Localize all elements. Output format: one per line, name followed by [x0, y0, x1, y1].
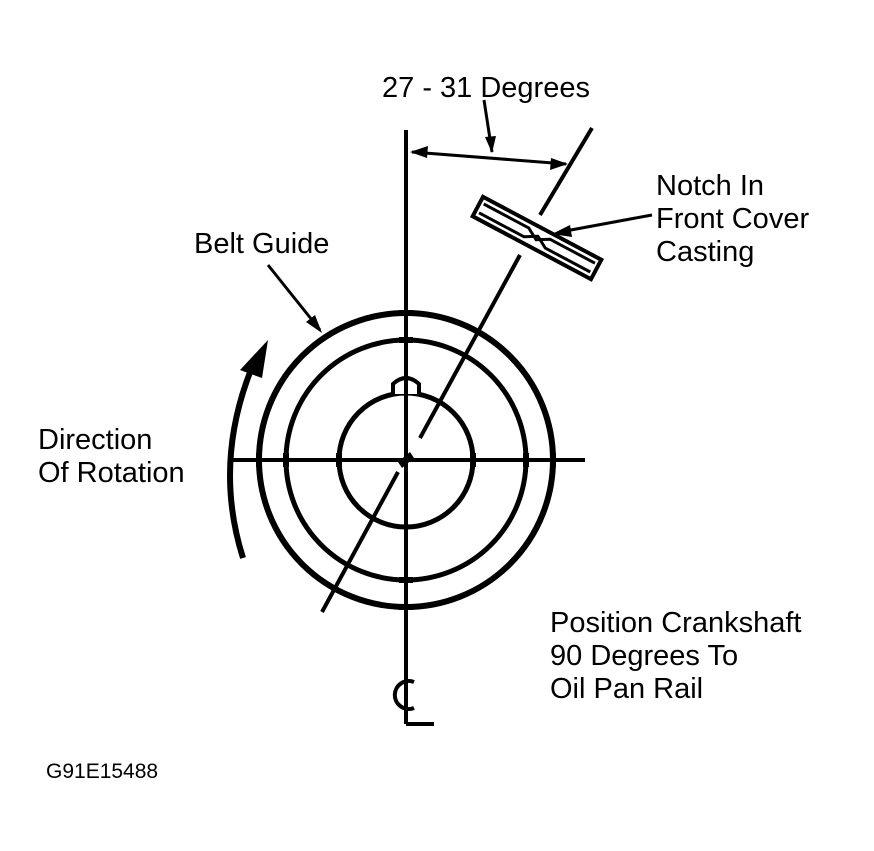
position-label-line3: Oil Pan Rail	[550, 673, 704, 705]
timing-mark-line-upper	[418, 254, 522, 439]
angle-dimension-line	[411, 150, 567, 166]
notch-label-line2: Front Cover	[656, 203, 810, 235]
position-label-line1: Position Crankshaft	[550, 607, 802, 639]
angle-arrowhead-right	[550, 158, 568, 170]
angle-reference-line	[538, 126, 594, 217]
angle-arrowhead-left	[410, 146, 428, 158]
notch-label-line3: Casting	[656, 236, 755, 268]
timing-mark-line-lower	[320, 471, 400, 613]
belt-guide-label: Belt Guide	[194, 228, 330, 260]
notch-leader-arrowhead	[552, 225, 572, 237]
figure-id-label: G91E15488	[46, 760, 159, 783]
circle-ticks	[256, 310, 556, 610]
rotation-label-line2: Of Rotation	[38, 457, 185, 489]
centerline-symbol	[392, 676, 434, 726]
rotation-arrowhead	[240, 340, 268, 378]
belt-guide-leader-arrowhead	[306, 315, 322, 333]
front-cover-notch	[469, 194, 605, 282]
center-mark	[398, 452, 414, 468]
angle-leader-arrowhead	[485, 136, 496, 153]
notch-label-line1: Notch In	[656, 170, 764, 202]
rotation-label-line1: Direction	[38, 424, 153, 456]
rotation-arc	[227, 358, 258, 559]
position-label-line2: 90 Degrees To	[550, 640, 739, 672]
angle-label: 27 - 31 Degrees	[382, 72, 590, 104]
notch-leader	[559, 213, 653, 234]
